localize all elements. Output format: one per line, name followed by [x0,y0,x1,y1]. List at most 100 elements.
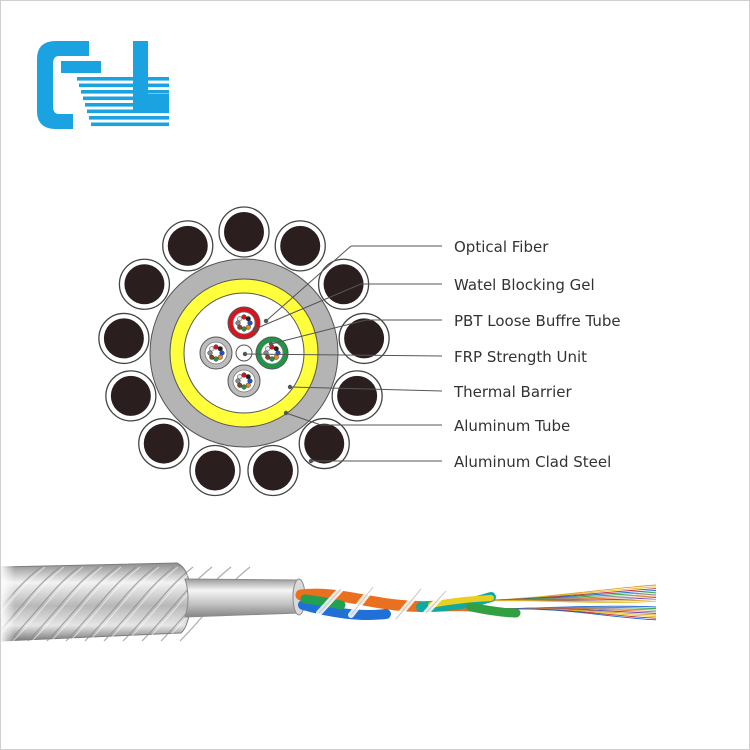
strand-groove [27,566,99,642]
strand-groove [122,566,194,642]
optical-fiber-strand [217,354,223,360]
steel-core [103,318,144,359]
leader-line-optical-fiber [265,245,352,322]
steel-core [224,212,264,252]
optical-fiber-strand [265,346,271,352]
steel-core [337,375,378,416]
fiber-strand-upper [470,600,657,604]
strand-groove [65,566,137,642]
optical-fiber-strand [235,378,241,384]
steel-core [110,375,151,416]
logo-stripe [83,96,169,101]
optical-fiber-strand [213,344,219,350]
leader-line-pbt-tube [270,319,367,345]
optical-fiber-strand [237,324,243,330]
strand-groove [1,566,61,631]
optical-fiber-strand [265,354,271,360]
logo-stripe [87,109,169,114]
loose-tubes [295,584,521,622]
strand-grooves [1,561,255,645]
optical-fiber-strand [209,346,215,352]
strand-highlight [88,566,160,642]
optical-fiber-strand [209,354,215,360]
label-frp-strength-unit: FRP Strength Unit [454,348,587,366]
label-water-blocking-gel: Watel Blocking Gel [454,276,595,294]
leader-dot-aluminum-clad-steel [308,458,314,464]
optical-fiber-strand [237,316,243,322]
callout-group: Optical Fiber Watel Blocking Gel PBT Loo… [242,238,621,471]
optical-fiber-strand [247,378,253,384]
leader-dot-optical-fiber [263,318,269,324]
aluminum-tube-section [184,578,302,618]
strand-highlight [107,566,179,642]
left-fade [1,561,15,645]
optical-fiber-strand [273,346,279,352]
steel-core [323,264,364,305]
company-logo [37,41,169,129]
cable-cross-section [98,206,390,497]
strand-groove [46,566,118,642]
steel-core [143,423,184,464]
leader-dot-aluminum-tube [283,410,289,416]
label-aluminum-tube: Aluminum Tube [454,417,570,435]
label-thermal-barrier: Thermal Barrier [453,383,572,401]
steel-core [167,225,208,266]
strand-groove [8,566,80,642]
optical-fiber-strand [245,316,251,322]
strand-groove [103,566,175,642]
cable-side-view [1,561,657,645]
optical-fiber-strand [219,350,225,356]
optical-fiber-strand [241,314,247,320]
optical-fiber-strand [217,346,223,352]
label-optical-fiber: Optical Fiber [454,238,549,256]
logo-stripe [79,83,169,88]
steel-core [195,450,236,491]
leader-dot-frp [242,351,248,357]
optical-fiber-strand [269,356,275,362]
optical-fiber-strand [235,320,241,326]
logo-stripe [81,90,169,94]
optical-fiber-strand [245,324,251,330]
optical-fiber-strand [241,384,247,390]
steel-core [344,318,385,359]
label-aluminum-clad-steel: Aluminum Clad Steel [454,453,611,471]
leader-dot-water-blocking-gel [252,326,258,332]
optical-fiber-strand [245,374,251,380]
logo-bar-top [61,61,101,73]
tube-blue [298,600,391,620]
logo-letter-c [37,41,89,129]
steel-core [304,423,345,464]
leader-dot-pbt-tube [268,341,274,347]
optical-fiber-strand [207,350,213,356]
leader-dot-thermal-barrier [287,384,293,390]
steel-core [124,264,165,305]
leader-line-frp [244,353,443,357]
strand-highlight [145,566,217,642]
optical-fiber-strand [273,354,279,360]
leader-line-aluminum-tube [285,412,322,426]
strand-highlight [50,566,122,642]
fiber-strand-lower [500,608,657,621]
label-pbt-loose-buffer-tube: PBT Loose Buffre Tube [454,312,621,330]
optical-fiber-strand [241,326,247,332]
steel-core [252,450,293,491]
logo-stripe [89,116,169,120]
logo-stripe [91,122,169,127]
optical-fiber-strand [245,382,251,388]
optical-fiber-strand [241,372,247,378]
loose-fibers [470,584,657,621]
binder-tape-shadow [318,586,447,620]
optical-fiber-strand [247,320,253,326]
logo-stripe [85,103,169,107]
tube-green [300,594,346,610]
strand-groove [84,566,156,642]
optical-fiber-strand [237,374,243,380]
leader-line-water-blocking-gel [254,283,362,330]
optical-fiber-strand [213,356,219,362]
logo-letter-l [133,41,169,113]
strand-highlight [69,566,141,642]
tube-green-end [466,602,521,618]
strand-groove [141,566,213,642]
